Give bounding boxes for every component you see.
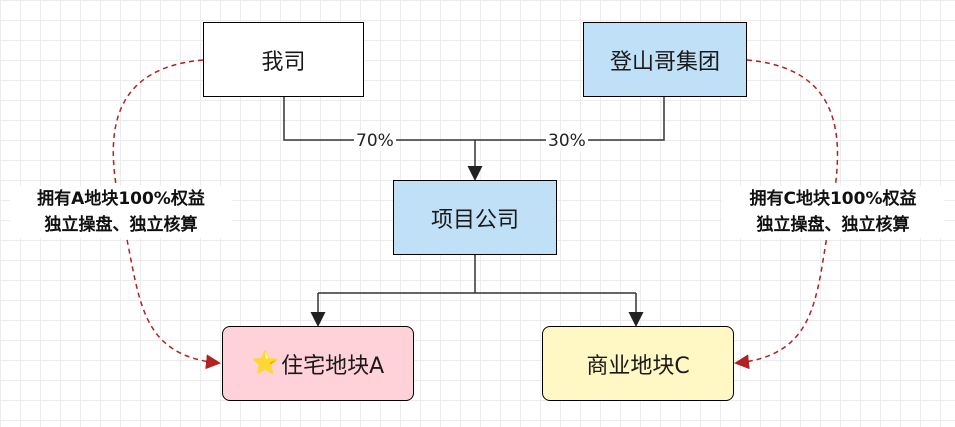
node-dengshan: 登山哥集团: [583, 22, 747, 97]
dashed-left-curve: [112, 59, 221, 370]
edge-label-30: 30%: [546, 131, 588, 151]
node-dengshan-label: 登山哥集团: [609, 49, 720, 75]
star-icon: ⭐: [251, 351, 280, 377]
side-note-right-line2: 独立操盘、独立核算: [756, 215, 910, 235]
edge-dengshan-to-xiangmu: [475, 97, 665, 141]
side-note-right: 拥有C地块100%权益 独立操盘、独立核算: [722, 186, 944, 238]
node-wosi: 我司: [203, 22, 364, 97]
side-note-left-line1: 拥有A地块100%权益: [37, 189, 205, 209]
node-wosi-label: 我司: [261, 49, 306, 75]
dashed-right-curve: [734, 59, 839, 370]
node-zhuzhai-label: 住宅地块A: [281, 353, 385, 379]
node-xiangmu: 项目公司: [393, 180, 557, 255]
edge-label-70: 70%: [354, 131, 396, 151]
node-xiangmu-label: 项目公司: [430, 207, 519, 233]
node-zhuzhai: ⭐ 住宅地块A: [222, 326, 414, 401]
side-note-left-line2: 独立操盘、独立核算: [44, 215, 198, 235]
side-note-right-line1: 拥有C地块100%权益: [749, 189, 917, 209]
edge-wosi-to-xiangmu: [283, 97, 475, 141]
side-note-left: 拥有A地块100%权益 独立操盘、独立核算: [10, 186, 232, 238]
node-shangye-label: 商业地块C: [586, 353, 690, 379]
node-shangye: 商业地块C: [542, 326, 734, 401]
